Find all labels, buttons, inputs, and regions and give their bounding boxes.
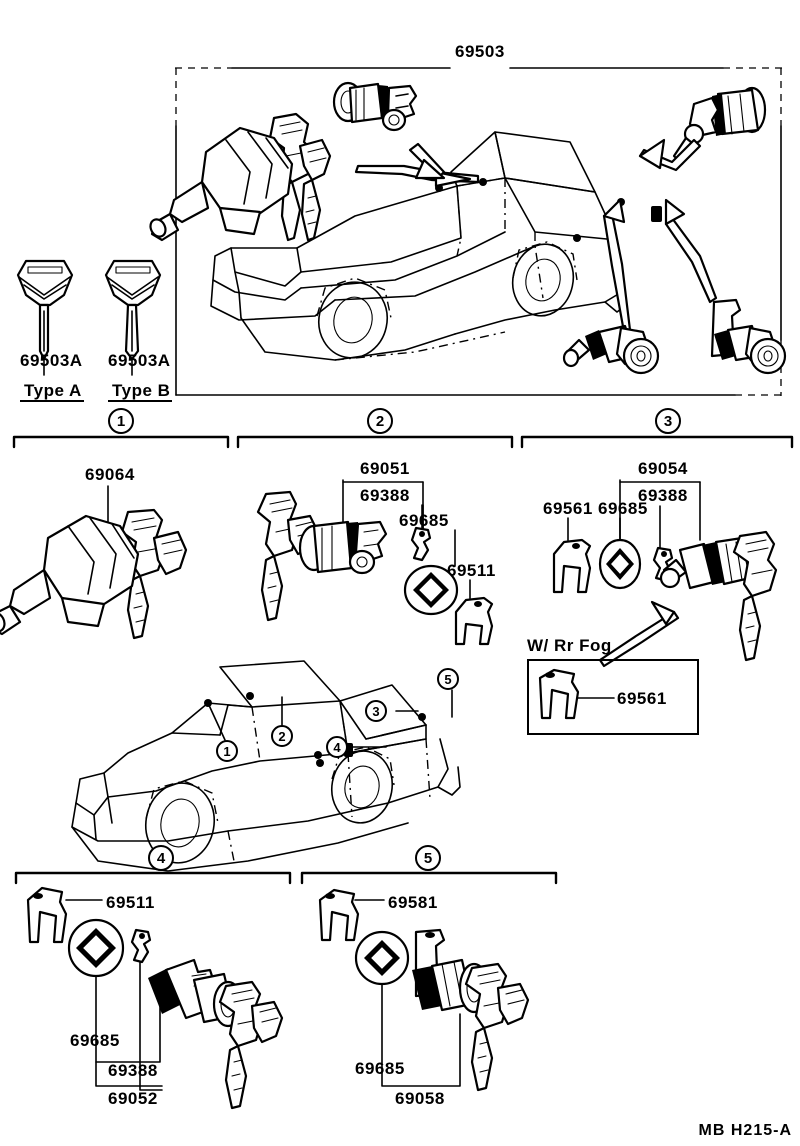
rr-fog-caption: W/ Rr Fog [527,636,612,655]
group-marker-5: 5 [415,845,441,871]
type-a-underline [20,400,84,402]
group5-part-69685: 69685 [355,1059,405,1078]
rr-fog-option-box [527,659,699,735]
group2-part-69511: 69511 [447,561,496,580]
key-type-a-part-no: 69503A [20,351,83,370]
group3-part-69561: 69561 [543,499,593,518]
top-section-title: 69503 [455,42,505,61]
type-b-underline [108,400,172,402]
group4-part-69388: 69388 [108,1061,158,1080]
group4-part-69052: 69052 [108,1089,158,1108]
group2-part-69388: 69388 [360,486,410,505]
car-callout-5: 5 [437,668,459,690]
group3-part-69685: 69685 [598,499,648,518]
key-type-a-label: Type A [24,381,82,400]
group-marker-4: 4 [148,845,174,871]
footer-code: MB H215-A [698,1122,792,1139]
group2-part-69051: 69051 [360,459,410,478]
group5-part-69581: 69581 [388,893,438,912]
group3-part-69388: 69388 [638,486,688,505]
group-marker-2: 2 [367,408,393,434]
group1-part-69064: 69064 [85,465,135,484]
car-callout-2: 2 [271,725,293,747]
key-type-b-part-no: 69503A [108,351,171,370]
key-type-b-label: Type B [112,381,171,400]
group-marker-3: 3 [655,408,681,434]
group-marker-1: 1 [108,408,134,434]
group4-part-69511: 69511 [106,893,155,912]
rr-fog-part-69561: 69561 [617,689,667,708]
group5-part-69058: 69058 [395,1089,445,1108]
car-callout-4: 4 [326,736,348,758]
group3-part-69054: 69054 [638,459,688,478]
car-callout-1: 1 [216,740,238,762]
group4-part-69685: 69685 [70,1031,120,1050]
car-callout-3: 3 [365,700,387,722]
